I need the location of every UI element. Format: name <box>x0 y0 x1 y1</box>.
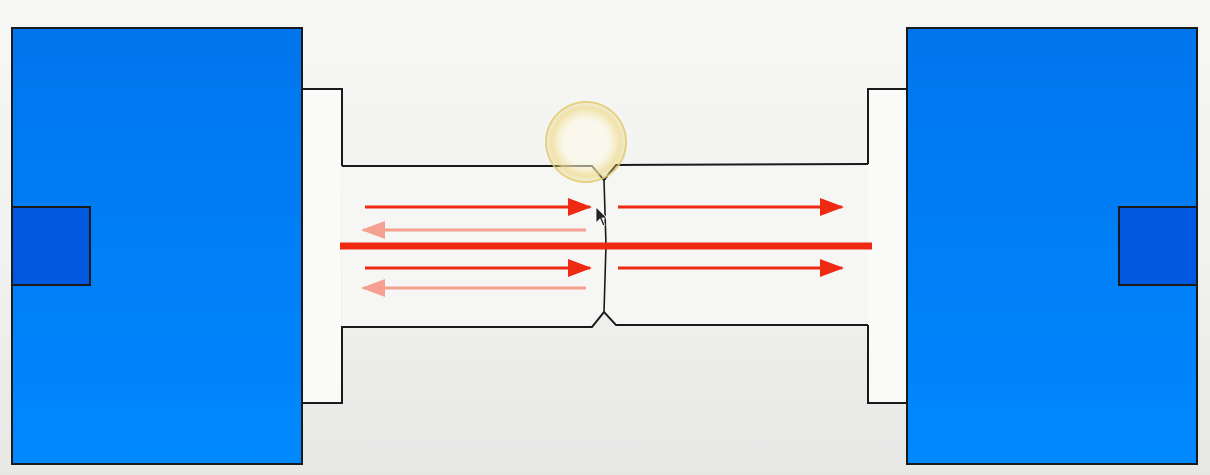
arrows <box>361 198 844 297</box>
left-clamp-block <box>11 27 303 465</box>
left-insert <box>11 206 91 286</box>
cursor-icon <box>595 206 608 227</box>
right-insert <box>1118 206 1198 286</box>
right-clamp-block <box>906 27 1198 465</box>
cursor-highlight <box>545 101 627 183</box>
right-flange <box>867 88 907 404</box>
